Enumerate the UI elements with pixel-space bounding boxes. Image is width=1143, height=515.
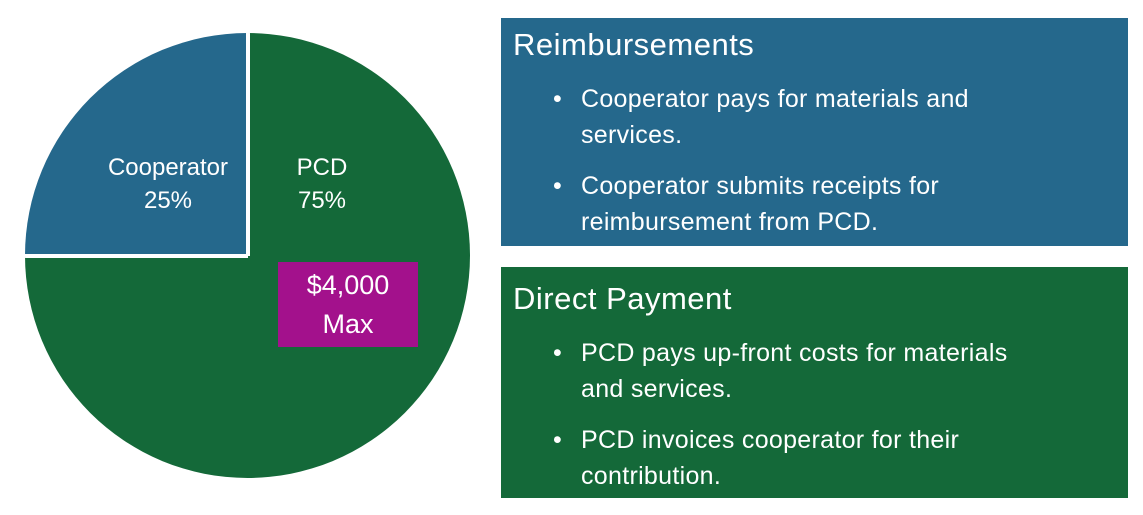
bullet-icon: • <box>553 426 562 454</box>
pie-label-cooperator-name: Cooperator <box>107 154 229 181</box>
direct-payment-panel-title: Direct Payment <box>513 281 732 316</box>
pie-label-pcd-percent: 75% <box>297 187 347 214</box>
slice-divider-horizontal <box>25 253 248 258</box>
bullet-icon: • <box>553 339 562 367</box>
list-item: • Cooperator pays for materials and serv… <box>513 81 1108 153</box>
pie-label-pcd-name: PCD <box>296 154 348 181</box>
slice-divider-vertical <box>245 33 250 256</box>
pie-chart <box>25 33 470 478</box>
max-amount-callout: $4,000 Max <box>278 262 418 347</box>
bullet-icon: • <box>553 85 562 113</box>
pie-label-cooperator-percent: 25% <box>143 187 193 214</box>
list-item: • PCD pays up-front costs for materials … <box>513 335 1108 407</box>
bullet-text: Cooperator submits receipts for reimburs… <box>581 172 940 236</box>
bullet-icon: • <box>553 172 562 200</box>
pie-label-cooperator: Cooperator 25% <box>78 151 258 217</box>
reimbursements-panel-title: Reimbursements <box>513 27 755 62</box>
bullet-text: PCD invoices cooperator for their contri… <box>581 426 960 490</box>
list-item: • Cooperator submits receipts for reimbu… <box>513 168 1108 240</box>
max-amount-label: Max <box>322 308 374 339</box>
bullet-text: PCD pays up-front costs for materials an… <box>581 339 1008 403</box>
list-item: • PCD invoices cooperator for their cont… <box>513 422 1108 494</box>
max-amount-value: $4,000 <box>306 269 390 300</box>
direct-payment-panel: Direct Payment • PCD pays up-front costs… <box>501 267 1128 498</box>
reimbursements-panel: Reimbursements • Cooperator pays for mat… <box>501 18 1128 246</box>
pie-label-pcd: PCD 75% <box>262 151 382 217</box>
bullet-text: Cooperator pays for materials and servic… <box>581 85 969 149</box>
